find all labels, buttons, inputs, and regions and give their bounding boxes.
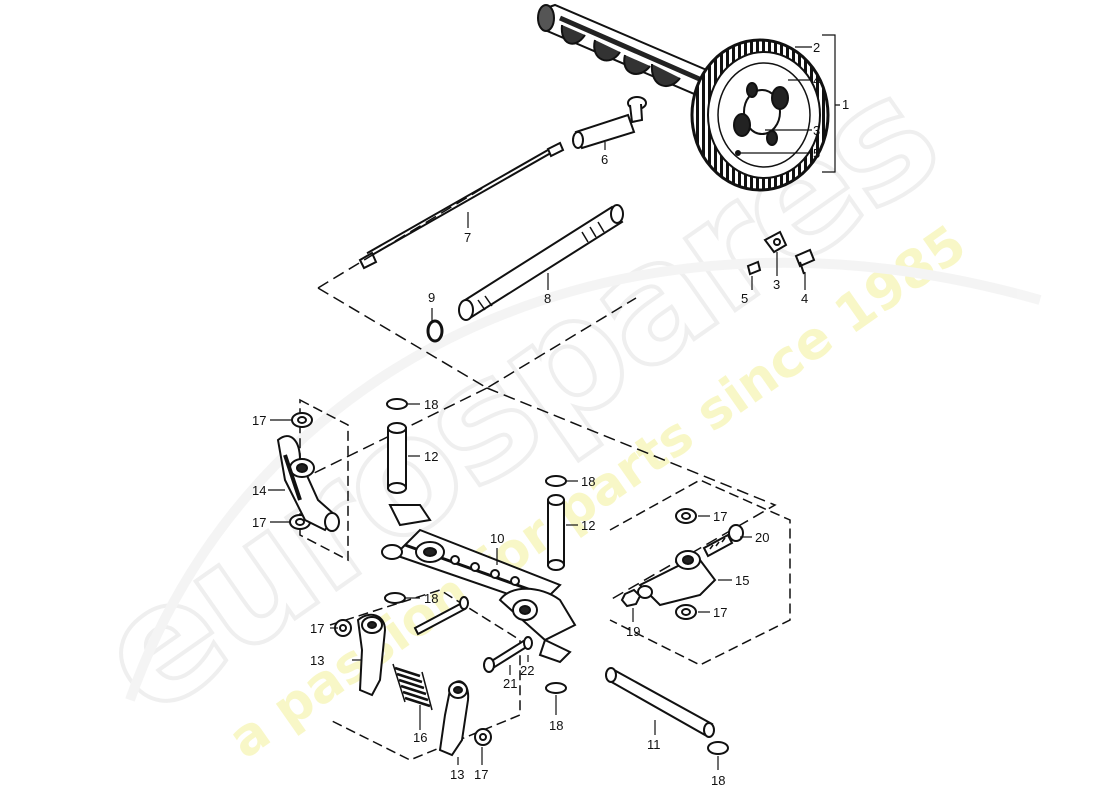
rocker-pin-left [387,422,407,494]
callout-16: 16 [413,730,427,745]
callout-19: 19 [626,624,640,639]
callout-11: 11 [647,737,661,752]
callout-22: 22 [520,663,534,678]
callout-17b: 17 [252,515,266,530]
callout-12a: 12 [424,449,438,464]
callout-12b: 12 [581,518,595,533]
callout-3: 3 [813,123,820,138]
watermark-swoosh [125,257,1042,702]
callout-17a: 17 [252,413,266,428]
rocker-arm-bottom-right [438,680,470,757]
camshaft-assembly [537,3,830,192]
dowel-pin [746,260,762,276]
shaft [605,667,715,738]
callout-5: 5 [813,146,820,161]
callout-18e: 18 [711,773,725,788]
rocker-pin-center [547,494,565,571]
lock-nut [620,588,642,608]
callout-8: 8 [544,291,551,306]
callout-18c: 18 [424,591,438,606]
callout-17f: 17 [474,767,488,782]
callout-13a: 13 [310,653,324,668]
spring [392,663,433,711]
group-outline-tube [317,185,637,389]
callout-18b: 18 [581,474,595,489]
push-rod [358,141,565,270]
callout-labels: 1 2 4 3 5 6 7 8 9 3 4 5 17 18 12 14 17 1… [252,40,849,788]
lock-plate [763,230,788,254]
group-outline-bottom [329,589,521,761]
callout-7: 7 [464,230,471,245]
callout-17d: 17 [713,605,727,620]
circlip [384,398,729,755]
bolt-long [413,596,469,636]
adjusting-screw [702,524,744,558]
leader-lines [268,34,840,770]
callout-5b: 5 [741,291,748,306]
callout-4b: 4 [801,291,808,306]
rocker-arm-right [637,550,717,607]
callout-13b: 13 [450,767,464,782]
rocker-arm-bottom-left [356,613,387,697]
callout-17c: 17 [713,509,727,524]
callout-10: 10 [490,531,504,546]
rocker-arm-left [276,435,340,532]
callout-1: 1 [842,97,849,112]
group-outline-rocker [299,387,777,601]
callout-15: 15 [735,573,749,588]
rocker-shaft [381,504,577,664]
callout-2: 2 [813,40,820,55]
tappet [572,96,647,150]
callout-18d: 18 [549,718,563,733]
callout-20: 20 [755,530,769,545]
bolt [794,248,816,275]
push-rod-tube [458,204,624,321]
callout-14: 14 [252,483,266,498]
callout-21: 21 [503,676,517,691]
seal-ring [426,319,444,343]
callout-9: 9 [428,290,435,305]
callout-6: 6 [601,152,608,167]
washer [289,412,697,746]
callout-18a: 18 [424,397,438,412]
callout-4: 4 [813,73,820,88]
bolt-short [483,636,533,673]
callout-3b: 3 [773,277,780,292]
callout-17e: 17 [310,621,324,636]
